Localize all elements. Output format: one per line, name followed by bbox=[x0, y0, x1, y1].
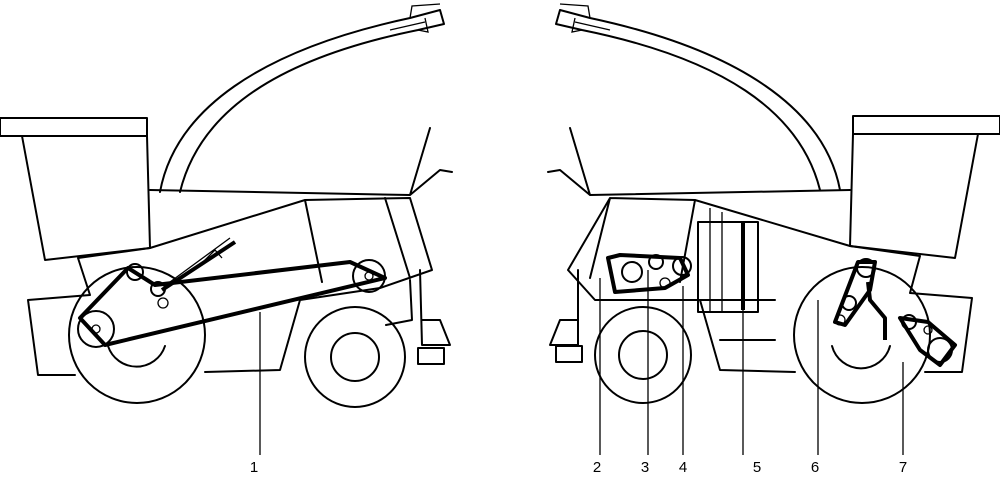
right-cutterhead bbox=[697, 221, 759, 313]
label-2: 2 bbox=[593, 459, 601, 476]
right-front-wheel bbox=[594, 306, 692, 404]
label-3: 3 bbox=[641, 459, 649, 476]
left-hopper bbox=[0, 117, 151, 261]
right-belt-drive-a bbox=[606, 253, 690, 294]
left-front-wheel bbox=[68, 266, 206, 404]
left-spout bbox=[159, 9, 445, 193]
right-hopper bbox=[849, 115, 1000, 259]
left-belt-drive bbox=[78, 260, 387, 347]
right-belt-drive-c bbox=[898, 316, 957, 367]
label-4: 4 bbox=[679, 459, 687, 476]
right-machine-view bbox=[547, 3, 1000, 404]
label-6: 6 bbox=[811, 459, 819, 476]
label-5: 5 bbox=[753, 459, 761, 476]
label-7: 7 bbox=[899, 459, 907, 476]
left-rear-wheel bbox=[304, 306, 406, 408]
left-body bbox=[27, 127, 453, 376]
left-machine-view bbox=[0, 3, 453, 408]
right-spout bbox=[555, 9, 841, 191]
label-1: 1 bbox=[250, 459, 258, 476]
left-hydraulic-tensioner bbox=[160, 240, 237, 292]
right-rear-wheel bbox=[793, 266, 931, 404]
right-body bbox=[547, 127, 973, 373]
callouts: 1 2 3 4 5 6 7 bbox=[250, 270, 907, 476]
